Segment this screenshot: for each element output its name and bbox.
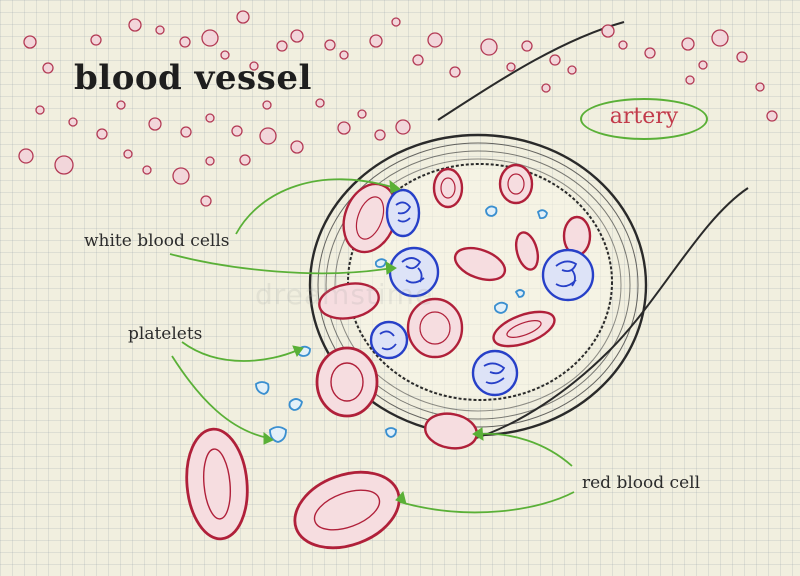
white-blood-cells-label: white blood cells	[84, 231, 230, 251]
arrow-platelets-lower	[171, 355, 269, 439]
tissue-outline-top	[437, 21, 625, 121]
red-blood-cells-outside-inner	[202, 362, 381, 531]
scattered-blood-dots	[18, 10, 778, 207]
pointer-arrows	[169, 178, 575, 514]
arrow-wbc-upper	[235, 178, 396, 235]
arrow-rbc-lower	[399, 491, 575, 514]
arrow-heads	[263, 179, 484, 505]
white-blood-cell-nuclei	[379, 201, 578, 385]
artery-badge: artery	[580, 98, 708, 140]
diagram-title: blood vessel	[74, 58, 312, 98]
arrow-rbc-upper	[477, 432, 573, 467]
red-blood-cell-label: red blood cell	[582, 473, 701, 493]
platelets-label: platelets	[128, 324, 203, 344]
red-blood-cells-outside	[185, 346, 401, 550]
platelets	[255, 205, 548, 443]
red-blood-cells-inner-rings	[355, 173, 542, 345]
artery-label: artery	[609, 104, 679, 129]
white-blood-cells	[369, 188, 595, 397]
watermark: dreamstime	[255, 278, 434, 311]
arrow-wbc-lower	[169, 253, 393, 275]
arrow-platelets-upper	[181, 341, 299, 362]
tissue-outline-right	[469, 187, 749, 441]
